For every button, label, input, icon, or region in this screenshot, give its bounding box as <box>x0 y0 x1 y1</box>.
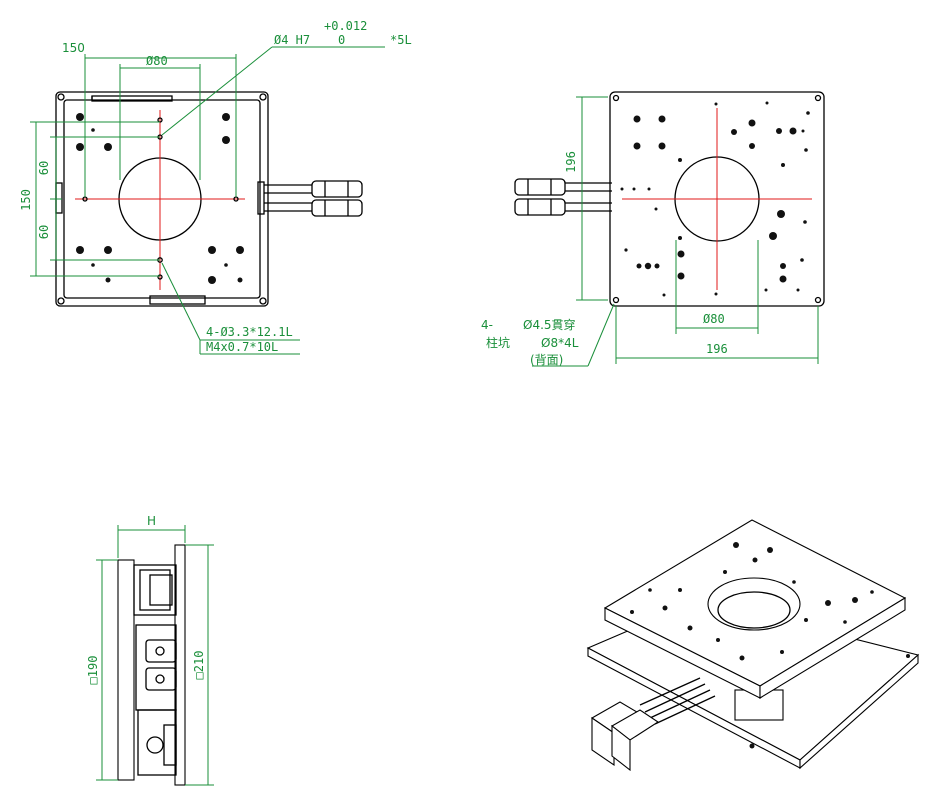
bottom-view-plate <box>609 91 825 307</box>
top-view-holes <box>76 113 244 284</box>
top-view-dimensions <box>30 46 385 355</box>
side-view: H □190 □210 <box>86 514 214 786</box>
top-view-pin-tol-lower: 0 <box>338 33 345 47</box>
top-view: 150 Ø80 Ø4 H7 +0.012 0 *5L 150 60 60 4-Ø… <box>19 19 412 355</box>
top-view-pin-depth: *5L <box>390 33 412 47</box>
bottom-view-width-label: 196 <box>706 342 728 356</box>
bottom-view-dimensions <box>532 96 819 367</box>
bottom-view-height-label: 196 <box>564 151 578 173</box>
top-view-stage-plate <box>63 99 261 299</box>
top-view-center-dia: Ø80 <box>146 54 168 68</box>
bottom-view-side-note: (背面) <box>530 353 563 367</box>
side-view-connector-1 <box>145 639 177 663</box>
top-view-tapped-holes-1: 4-Ø3.3*12.1L <box>206 325 293 339</box>
iso-center-hole <box>707 577 801 631</box>
side-view-outer-square: □210 <box>192 651 206 680</box>
bottom-view-counterbore: Ø8*4L <box>541 336 579 350</box>
top-view-edge-rail-bottom <box>149 295 206 305</box>
bottom-view-counterbore-label: 柱坑 <box>486 335 510 350</box>
top-view-pitch-lower: 60 <box>37 225 51 239</box>
top-view-connector-2 <box>311 199 363 217</box>
top-view-pin-dia: Ø4 H7 <box>274 33 310 47</box>
bottom-view: 196 196 Ø80 4- Ø4.5貫穿 柱坑 Ø8*4L (背面) <box>481 91 825 367</box>
side-view-top-plate <box>174 544 186 786</box>
top-view-tapped-holes-2: M4x0.7*10L <box>206 340 278 354</box>
bottom-view-holes <box>620 101 810 297</box>
bottom-view-connector-1 <box>514 178 566 196</box>
isometric-view <box>586 519 920 772</box>
bottom-view-connector-2 <box>514 198 566 216</box>
top-view-pin-tol-upper: +0.012 <box>324 19 367 33</box>
side-view-base-plate <box>117 559 135 781</box>
side-view-height-symbol: H <box>147 514 156 528</box>
top-view-cable <box>257 180 363 217</box>
top-view-width-label: 150 <box>62 41 85 55</box>
top-view-pitch-upper: 60 <box>37 161 51 175</box>
bottom-view-center-dia: Ø80 <box>703 312 725 326</box>
iso-holes <box>630 542 910 749</box>
side-view-inner-square: □190 <box>86 656 100 685</box>
top-view-side-tab <box>55 182 63 214</box>
bottom-view-hole-through: Ø4.5貫穿 <box>523 317 576 332</box>
top-view-height-label: 150 <box>19 189 33 211</box>
bottom-view-cable <box>514 178 612 216</box>
top-view-connector-1 <box>311 180 363 198</box>
side-view-connector-2 <box>145 667 177 691</box>
bottom-view-holes-count: 4- <box>481 318 493 332</box>
side-view-dimensions <box>96 525 214 786</box>
iso-cable <box>590 677 716 772</box>
top-view-edge-rail <box>91 95 173 102</box>
